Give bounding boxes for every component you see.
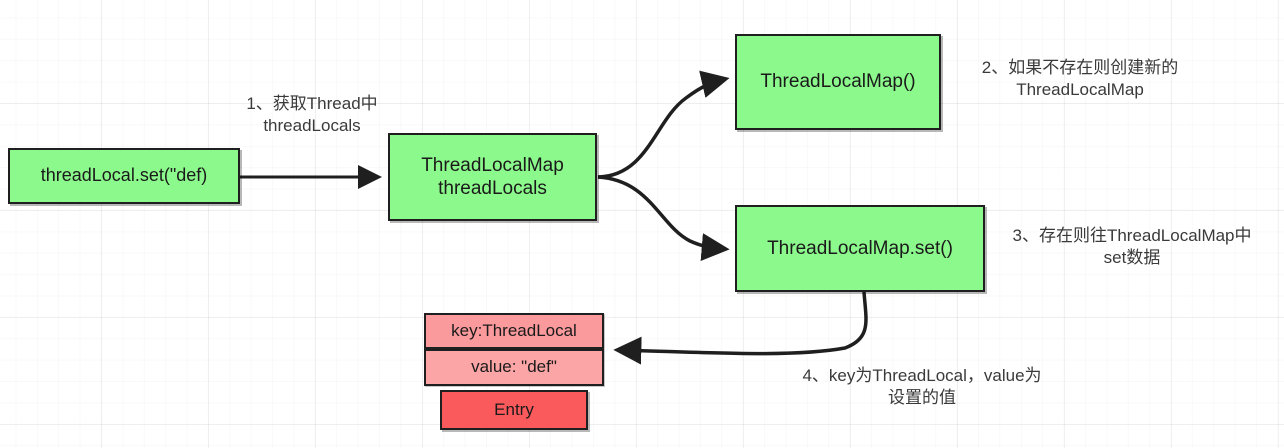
node-threadlocal-set[interactable]: threadLocal.set("def)	[8, 148, 240, 204]
annotation-step-2: 2、如果不存在则创建新的 ThreadLocalMap	[981, 58, 1179, 100]
annotation-step-3: 3、存在则往ThreadLocalMap中 set数据	[1012, 226, 1252, 268]
node-entry-label[interactable]: Entry	[440, 390, 588, 430]
annotation-step-4: 4、key为ThreadLocal，value为 设置的值	[802, 366, 1042, 408]
node-entry-value[interactable]: value: "def"	[424, 349, 604, 386]
edge-threadlocals-to-set	[597, 175, 730, 262]
edge-threadlocals-to-ctor	[597, 70, 730, 179]
edge-set-to-entry	[613, 291, 868, 365]
node-threadlocalmap-set[interactable]: ThreadLocalMap.set()	[735, 205, 985, 292]
node-entry-key[interactable]: key:ThreadLocal	[424, 313, 604, 349]
node-threadlocalmap-threadlocals[interactable]: ThreadLocalMap threadLocals	[388, 133, 597, 221]
node-threadlocalmap-constructor[interactable]: ThreadLocalMap()	[735, 34, 941, 130]
annotation-step-1: 1、获取Thread中 threadLocals	[246, 94, 378, 136]
